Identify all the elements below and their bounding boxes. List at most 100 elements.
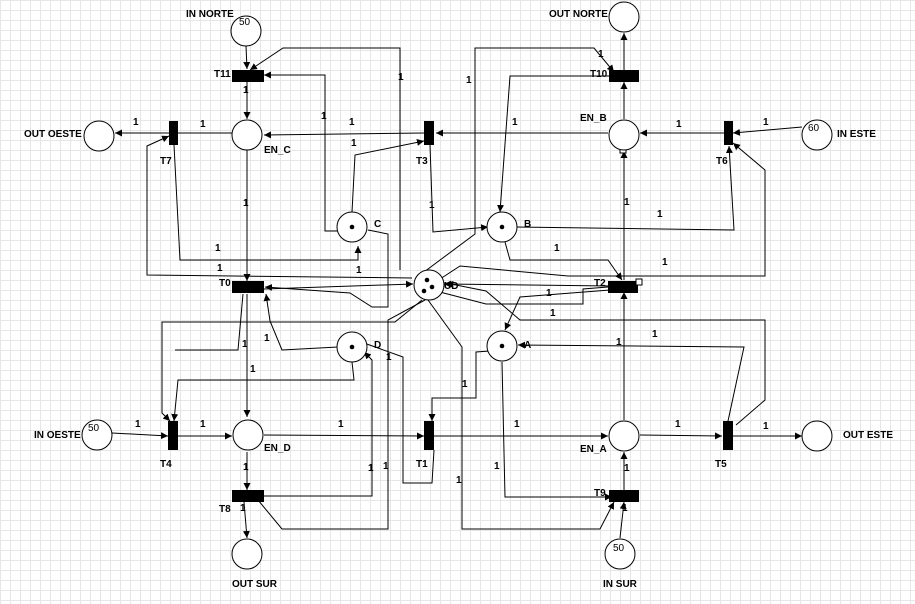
transition-t10[interactable]	[609, 70, 639, 82]
arc-t7-c	[173, 144, 362, 261]
transition-t1[interactable]	[424, 421, 434, 450]
transition-t2[interactable]	[608, 281, 638, 293]
place-in-sur[interactable]	[604, 538, 636, 570]
place-label-en-c: EN_C	[264, 145, 291, 156]
place-in-oeste[interactable]	[81, 419, 113, 451]
arc-ud-t9	[427, 299, 615, 530]
arc-weight: 1	[652, 329, 658, 340]
arc-weight: 1	[264, 333, 270, 344]
arc-t0-t4	[175, 293, 244, 351]
arcs	[111, 33, 803, 539]
place-out-este[interactable]	[801, 420, 833, 452]
place-en-a[interactable]	[608, 420, 640, 452]
arc-ud-t8	[257, 299, 426, 530]
transition-t8[interactable]	[232, 490, 264, 502]
arc-weights: 1 1 1 1 1 1 1 1 1 1 1 1 1 1 1 1 1 1 1 1 …	[133, 49, 769, 514]
arc-weight: 1	[512, 117, 518, 128]
arc-ud-t4	[161, 299, 423, 422]
arc-weight: 1	[616, 337, 622, 348]
place-in-norte[interactable]	[230, 15, 262, 47]
arc-weight: 1	[514, 419, 520, 430]
arc-d-t1	[363, 342, 435, 484]
arc-weight: 1	[624, 197, 630, 208]
arc-ud-t11	[249, 47, 401, 270]
arc-weight: 1	[554, 243, 560, 254]
arc-weight: 1	[622, 503, 628, 514]
place-label-in-este: IN ESTE	[837, 129, 876, 140]
transition-label-t4: T4	[160, 459, 172, 470]
transition-t3[interactable]	[424, 121, 434, 145]
arc-weight: 1	[676, 119, 682, 130]
arc-t8-d	[264, 351, 373, 497]
arc-d-t4	[171, 361, 355, 422]
arc-weight: 1	[243, 85, 249, 96]
arc-t3-en-c	[263, 131, 425, 139]
transition-t5[interactable]	[723, 421, 733, 450]
place-ud[interactable]	[413, 269, 445, 301]
arc-en-a-t5	[639, 432, 723, 440]
place-label-in-sur: IN SUR	[603, 579, 638, 590]
transition-t4[interactable]	[168, 421, 178, 450]
place-label-out-oeste: OUT OESTE	[24, 129, 82, 140]
place-label-out-este: OUT ESTE	[843, 430, 893, 441]
place-count-in-oeste: 50	[88, 423, 100, 434]
transition-t11[interactable]	[232, 70, 264, 82]
arc-weight: 1	[250, 364, 256, 375]
arc-ud-t10	[423, 47, 615, 273]
place-label-d: D	[374, 340, 381, 351]
arc-weight: 1	[356, 265, 362, 276]
arc-c-t3	[351, 138, 425, 213]
transition-label-t9: T9	[594, 488, 606, 499]
arc-weight: 1	[368, 463, 374, 474]
token	[349, 224, 355, 230]
arc-weight: 1	[243, 462, 249, 473]
transitions	[168, 70, 733, 502]
place-out-norte[interactable]	[608, 1, 640, 33]
arc-weight: 1	[456, 475, 462, 486]
arc-weight: 1	[546, 288, 552, 299]
arc-weight: 1	[383, 461, 389, 472]
place-en-b[interactable]	[608, 119, 640, 151]
arc-weight: 1	[133, 117, 139, 128]
arc-in-este-t6	[732, 126, 803, 136]
place-in-este[interactable]	[801, 119, 833, 151]
transition-t9[interactable]	[609, 490, 639, 502]
arc-d-t0	[263, 293, 339, 351]
place-label-a: A	[524, 340, 531, 351]
arc-ud-t2	[435, 286, 609, 305]
arc-weight: 1	[338, 419, 344, 430]
place-label-out-sur: OUT SUR	[232, 579, 278, 590]
transition-t7[interactable]	[169, 121, 178, 145]
arc-c-t11	[264, 71, 338, 232]
place-label-ud: UD	[444, 281, 458, 292]
transition-t6[interactable]	[724, 121, 733, 145]
arc-t8-out-sur	[242, 501, 250, 539]
transition-t0[interactable]	[232, 281, 264, 293]
token	[349, 344, 355, 350]
arc-t10-b	[497, 75, 612, 213]
place-label-c: C	[374, 219, 381, 230]
connection-handle[interactable]	[635, 278, 643, 286]
arc-t5-ud	[445, 280, 766, 426]
arc-weight: 1	[321, 111, 327, 122]
arc-weight: 1	[675, 419, 681, 430]
arc-weight: 1	[657, 209, 663, 220]
transition-label-t2: T2	[594, 278, 606, 289]
arc-weight: 1	[763, 421, 769, 432]
arc-weight: 1	[429, 200, 435, 211]
arc-weight: 1	[662, 257, 668, 268]
place-count-in-este: 60	[808, 123, 820, 134]
transition-label-t7: T7	[160, 156, 172, 167]
place-label-en-a: EN_A	[580, 444, 607, 455]
arc-weight: 1	[200, 419, 206, 430]
arc-t5-a	[517, 341, 745, 422]
transition-label-t6: T6	[716, 156, 728, 167]
place-en-c[interactable]	[231, 119, 263, 151]
token	[429, 284, 435, 290]
place-label-en-d: EN_D	[264, 443, 291, 454]
place-out-sur[interactable]	[231, 538, 263, 570]
arc-t2-ud	[443, 280, 611, 288]
place-en-d[interactable]	[232, 419, 264, 451]
place-out-oeste[interactable]	[83, 120, 115, 152]
transition-labels: T11 T10 T7 T3 T6 T0 T2 T4 T1 T5 T8 T9	[160, 69, 728, 515]
